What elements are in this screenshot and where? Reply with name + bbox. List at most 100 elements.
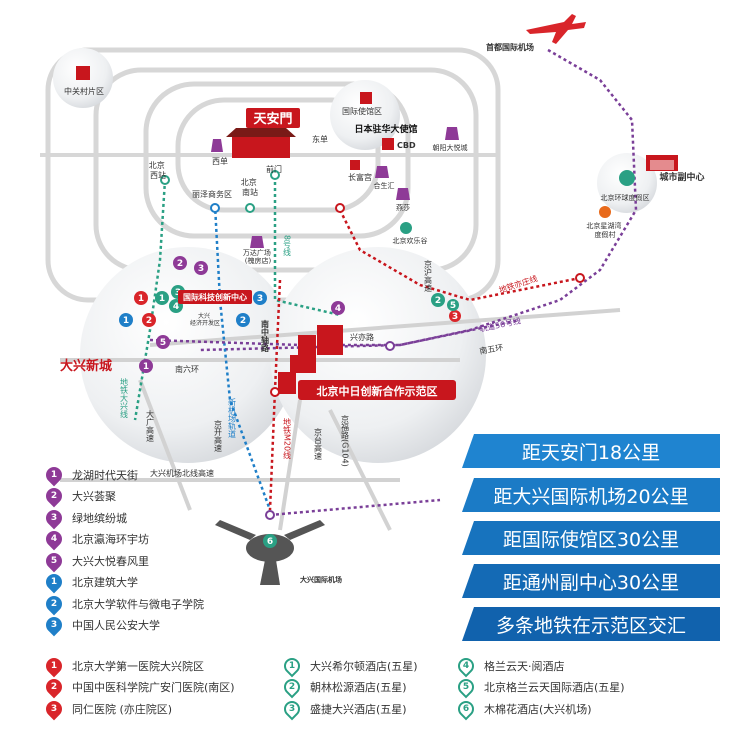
legend-hotel-name: 大兴希尔顿酒店(五星): [310, 659, 418, 673]
daxing-bubble: [80, 247, 296, 463]
mall-pin-4: 4: [331, 301, 345, 315]
mall-pin-icon: 4: [42, 527, 66, 551]
nanzhan-label-line: 南站: [242, 187, 258, 197]
mall-pin-icon: 3: [42, 506, 66, 530]
legend-hotel-name: 朝林松源酒店(五星): [310, 681, 407, 695]
legend-mall-item: 4 北京瀛海环宇坊: [42, 527, 204, 551]
mall-pin-icon: 5: [42, 549, 66, 573]
wanda-label: 万达广场 (槐房店): [243, 248, 273, 265]
hospital-pin-number: 3: [452, 312, 458, 322]
hotel-pin-number: 4: [173, 302, 179, 312]
distance-banner-tiananmen: 距天安门18公里: [462, 434, 720, 468]
city-subcenter-building: [650, 160, 674, 170]
legend-hospital-name: 北京大学第一医院大兴院区: [72, 659, 204, 673]
yansha-shopping-icon: [396, 188, 410, 200]
mall-pin-marker: [139, 359, 153, 373]
hesheng-shopping-icon: [375, 166, 389, 178]
mall-pin-marker: [173, 256, 187, 270]
zone-block: [298, 335, 316, 357]
legend-hotel-name: 盛捷大兴酒店(五星): [310, 702, 407, 716]
legend-mall-name: 北京瀛海环宇坊: [72, 533, 149, 547]
daxing-airport-label: 大兴国际机场: [300, 575, 342, 584]
mall-pin-3: 3: [194, 261, 208, 275]
zhongguancun-label: 中关村片区: [64, 86, 104, 96]
chaoyang-shopping-icon: [445, 127, 459, 140]
mall-pin-icon: 1: [42, 463, 66, 487]
dagang-expressway: [138, 379, 192, 511]
university-pin-3: 3: [253, 291, 267, 305]
line4-label: 地铁大兴线: [120, 377, 129, 418]
hotel-pin-number: 5: [450, 301, 456, 311]
terminal-pier-south: [260, 560, 280, 585]
daxing-dev-label-line: 经济开发区: [190, 319, 220, 327]
city-subcenter-icon: [646, 155, 678, 171]
map-pins: 2 3 4 5 1 1 2 3 1 2 3 1 3 4 2 5 6: [119, 256, 461, 548]
daxing-dev-label-line: 大兴: [198, 312, 210, 320]
distance-banner-airport: 距大兴国际机场20公里: [462, 478, 720, 512]
hospital-pin-number: 1: [138, 294, 144, 304]
university-pin-icon: 1: [42, 570, 66, 594]
hospital-pin-icon: 2: [42, 675, 66, 699]
university-pin-icon: 2: [42, 592, 66, 616]
hospital-pin-icon: 1: [42, 654, 66, 678]
city-subcenter-label: 城市副中心: [659, 171, 704, 183]
airport-express-line: [199, 48, 638, 352]
ring-road-middle: [93, 67, 479, 273]
chaoyang-label: 朝阳大悦城: [433, 143, 468, 152]
xizhan-label-line: 北京: [149, 160, 165, 170]
university-pin-marker: [236, 313, 250, 327]
wanda-shopping-icon: [250, 236, 264, 248]
hospital-pin-marker: [142, 313, 156, 327]
university-pin-1: 1: [119, 313, 133, 327]
wanda-label-line: 万达广场: [243, 248, 271, 257]
xizhan-label-line: 西站: [150, 170, 166, 180]
line8-label: 8号线: [283, 235, 292, 256]
embassy-label: 国际使馆区: [342, 106, 382, 116]
terminal-pier-east: [284, 520, 325, 540]
intl-tech-box: [178, 290, 252, 304]
mall-pin-number: 5: [160, 338, 166, 348]
cbd-label: CBD: [397, 141, 416, 150]
hospital-pin-marker: [449, 310, 461, 322]
hotel-pin-number: 1: [159, 294, 165, 304]
mall-pin-number: 3: [198, 264, 204, 274]
changfugong-icon: [350, 160, 360, 170]
distance-banner-embassy: 距国际使馆区30公里: [462, 521, 720, 555]
mall-pin-number: 2: [177, 259, 183, 269]
intl-tech-label: 国际科技创新中心: [183, 292, 247, 302]
hotel-pin-icon: 2: [280, 675, 304, 699]
zhongguancun-icon: [76, 66, 90, 80]
mall-pin-2: 2: [173, 256, 187, 270]
mall-pin-number: 4: [335, 304, 341, 314]
hospital-pin-3: 3: [449, 310, 461, 322]
stations: [160, 170, 585, 520]
xingyi-label: 兴亦路: [350, 332, 374, 342]
wanda-label-line: (槐房店): [245, 256, 272, 265]
japan-embassy-label: 日本驻华大使馆: [354, 123, 417, 135]
station: [265, 510, 275, 520]
roads: [60, 308, 621, 531]
xinghu-label-line: 度假村: [595, 230, 616, 239]
line-56: [149, 318, 521, 347]
jingtai-label: 京台高速: [314, 427, 323, 461]
ring-road-inner: [143, 81, 411, 239]
zone-block: [290, 355, 316, 373]
m20-label: 地铁M20线: [283, 417, 292, 459]
station: [335, 203, 345, 213]
xinghu-icon: [599, 206, 611, 218]
jingfu-label: 京福路(G104): [341, 414, 350, 467]
yansha-label: 燕莎: [396, 203, 410, 212]
mall-pin-5: 5: [156, 335, 170, 349]
mall-pin-icon: 2: [42, 484, 66, 508]
station: [385, 341, 395, 351]
daxing-line: [133, 179, 167, 421]
